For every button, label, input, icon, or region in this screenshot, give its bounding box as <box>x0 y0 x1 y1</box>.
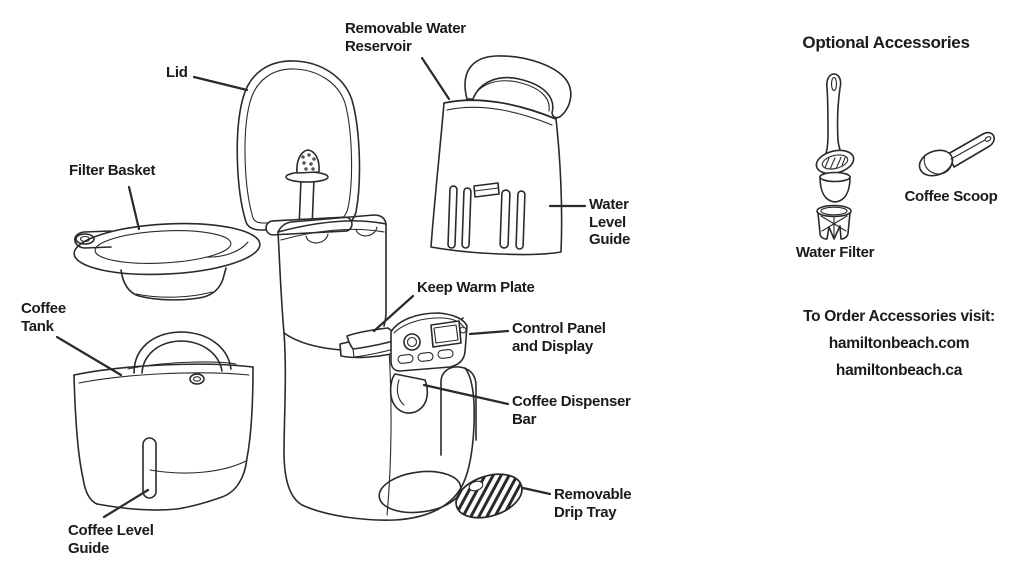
brew-stem-drawing <box>285 149 329 229</box>
leader-keep-warm-plate <box>372 294 415 333</box>
leader-control-panel <box>468 329 510 336</box>
label-lid: Lid <box>166 64 188 81</box>
leader-coffee-tank <box>55 335 123 377</box>
control-panel-drawing <box>390 312 468 372</box>
leader-reservoir <box>420 56 451 101</box>
coffee-scoop-icon <box>918 131 995 177</box>
order-accessories-heading: To Order Accessories visit: <box>803 308 995 325</box>
order-accessories-block: To Order Accessories visit: hamiltonbeac… <box>788 308 1010 379</box>
coffee-tank-drawing <box>73 331 254 511</box>
leader-lines <box>55 56 587 519</box>
website-hamiltonbeach-ca: hamiltonbeach.ca <box>835 362 963 379</box>
label-water-filter: Water Filter <box>795 244 875 261</box>
leader-lid <box>192 75 249 92</box>
leader-drip-tray <box>521 486 552 496</box>
label-coffee-scoop: Coffee Scoop <box>904 188 998 205</box>
dispenser-bar-drawing <box>389 373 429 414</box>
optional-accessories-title: Optional Accessories <box>802 33 970 52</box>
label-coffee-tank: Coffee Tank <box>21 300 66 335</box>
leader-coffee-level-guide <box>102 488 150 519</box>
website-hamiltonbeach-com: hamiltonbeach.com <box>828 335 970 352</box>
filter-basket-drawing <box>73 222 261 301</box>
water-filter-icon <box>815 73 855 240</box>
leader-dispenser-bar <box>422 383 510 406</box>
label-coffee-level-guide: Coffee Level Guide <box>68 522 154 557</box>
water-reservoir-drawing <box>430 55 572 256</box>
keep-warm-plate-drawing <box>339 327 406 359</box>
label-control-panel-and-display: Control Panel and Display <box>512 320 606 355</box>
leader-filter-basket <box>127 185 141 231</box>
label-removable-drip-tray: Removable Drip Tray <box>554 486 632 521</box>
lid-drawing <box>236 60 361 231</box>
label-water-level-guide: Water Level Guide <box>589 196 631 248</box>
label-keep-warm-plate: Keep Warm Plate <box>417 279 535 296</box>
label-filter-basket: Filter Basket <box>69 162 156 179</box>
label-removable-water-reservoir: Removable Water Reservoir <box>345 20 466 55</box>
label-coffee-dispenser-bar: Coffee Dispenser Bar <box>512 393 631 428</box>
